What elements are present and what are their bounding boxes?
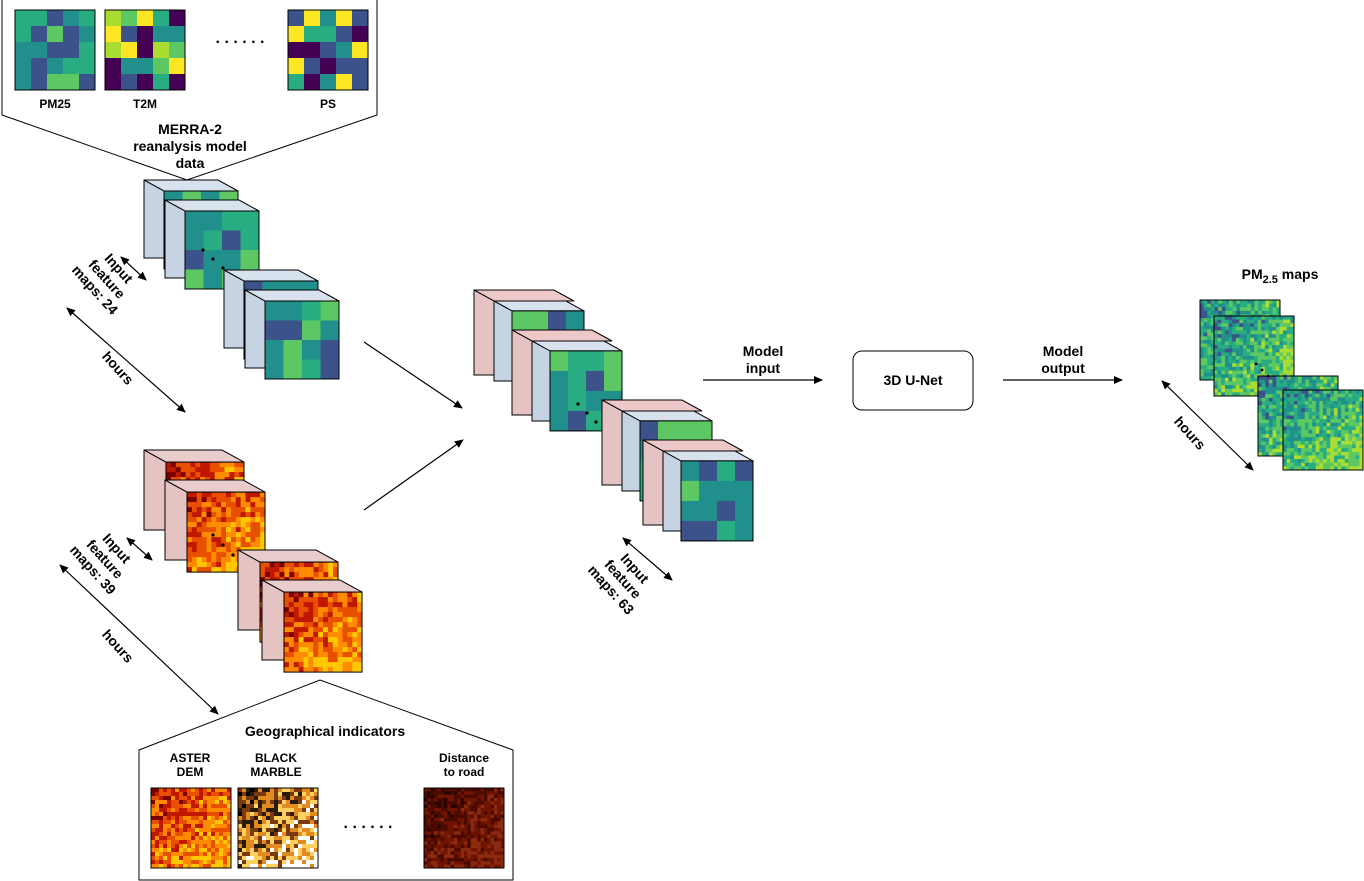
black-marble-thumbnail — [237, 787, 319, 869]
pm-output-maps — [1199, 299, 1364, 471]
geo-cube-4 — [261, 579, 363, 673]
pm-map-4 — [1282, 389, 1364, 471]
combined-outer-cube — [642, 439, 754, 542]
dimension-arrows — [59, 256, 1254, 715]
combined-inner-cube — [662, 450, 754, 542]
unet-box — [852, 350, 974, 411]
t2m-thumbnail — [104, 9, 186, 91]
flow-arrows — [363, 341, 1123, 511]
ps-thumbnail — [287, 9, 369, 91]
viridis-face — [264, 300, 340, 380]
geo-indicator-thumbnails — [150, 787, 505, 869]
geo-ellipsis: . . . . . . — [343, 815, 393, 832]
feature-cubes — [143, 179, 754, 673]
geo-callout — [138, 679, 514, 881]
model-input-label: Model input — [742, 343, 784, 376]
geo-title: Geographical indicators — [244, 723, 406, 739]
stack-ellipsis-dots — [201, 248, 1270, 557]
dem-face — [283, 591, 363, 673]
merra-var-label-pm25: PM25 — [39, 97, 71, 111]
merra-variable-thumbnails — [14, 9, 369, 91]
model-output-label: Model output — [1041, 343, 1085, 376]
merra-cube-4 — [244, 289, 340, 380]
merra-title: MERRA-2 reanalysis model data — [133, 121, 247, 171]
merra-ellipsis: . . . . . . — [215, 30, 265, 47]
unet-label: 3D U-Net — [883, 372, 943, 388]
viridis-face — [680, 460, 754, 542]
combined-cube-4 — [642, 439, 754, 542]
distance-road-thumbnail — [423, 787, 505, 869]
pm-maps-title: PM2.5 maps — [1241, 266, 1319, 286]
pm25-thumbnail — [14, 9, 96, 91]
merra-var-label-ps: PS — [319, 97, 336, 111]
merra-var-label-t2m: T2M — [133, 97, 157, 111]
aster-dem-thumbnail — [150, 787, 232, 869]
